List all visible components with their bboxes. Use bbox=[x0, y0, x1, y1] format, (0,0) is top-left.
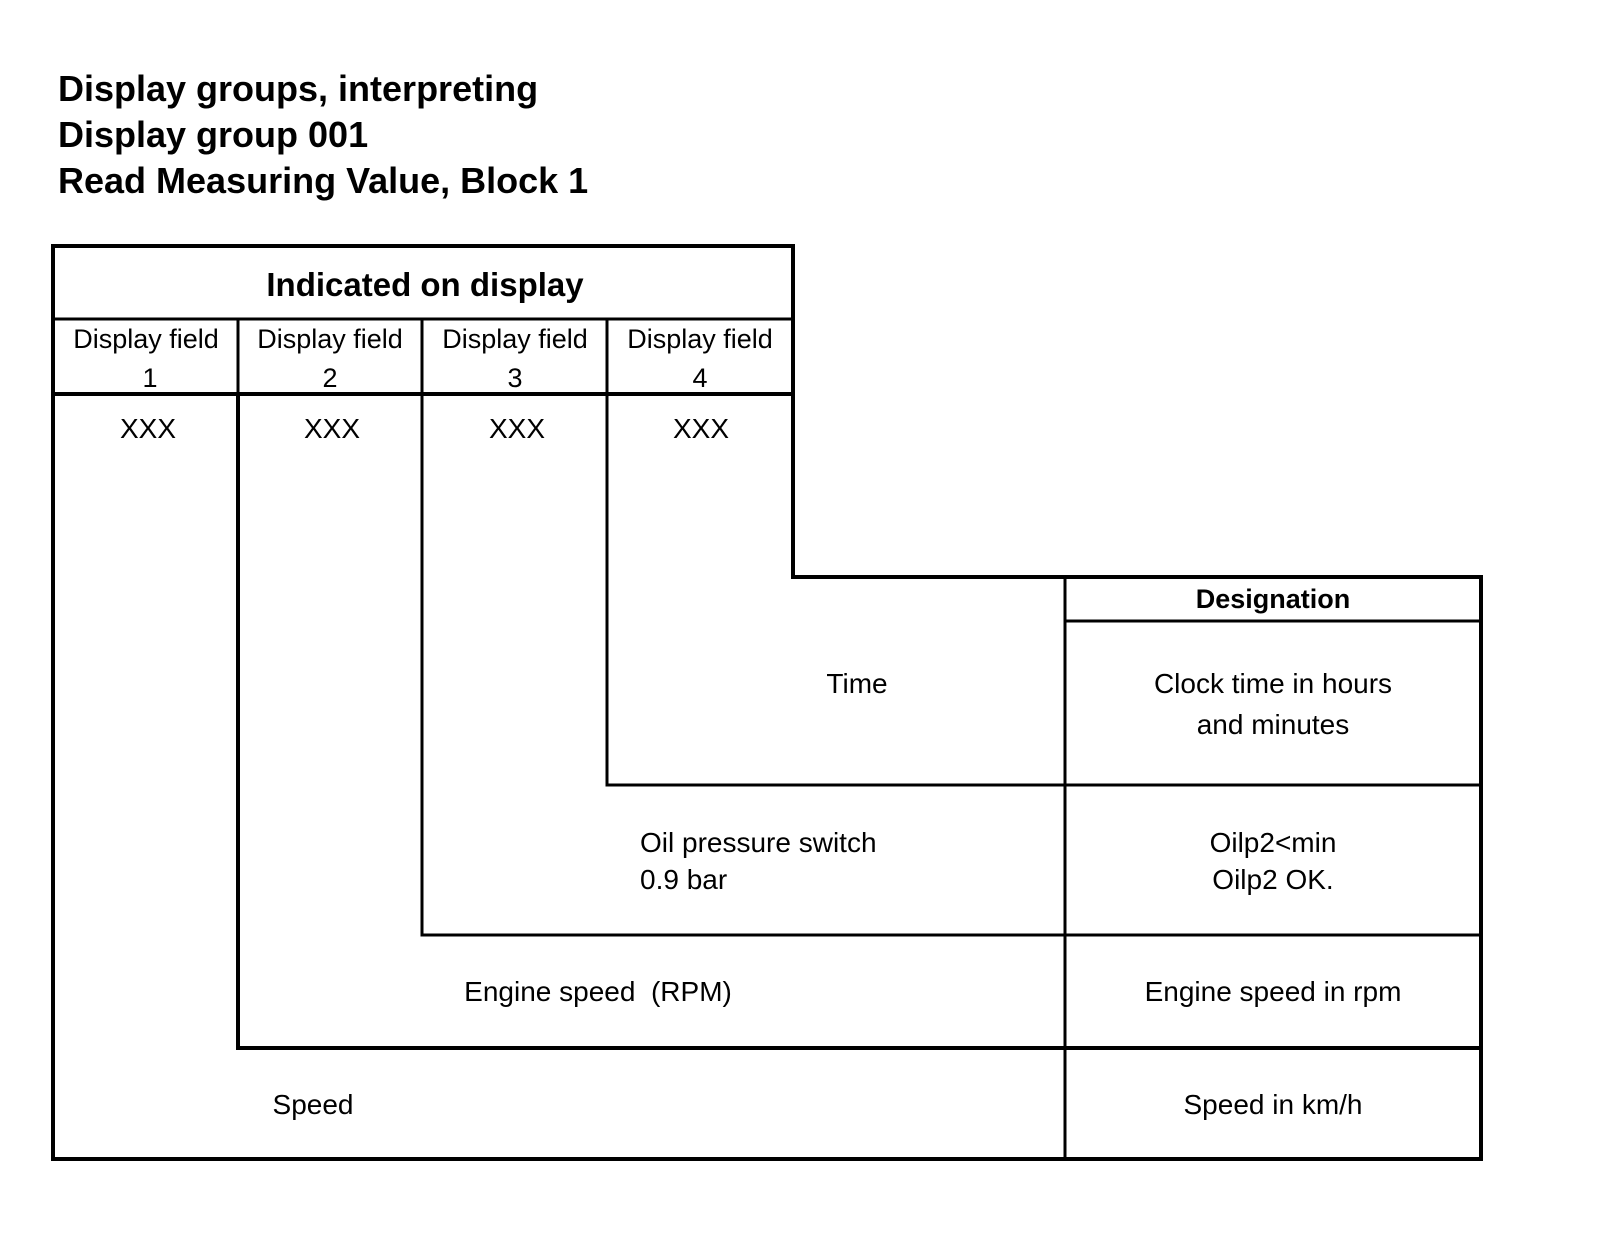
display-field-1-number: 1 bbox=[142, 363, 157, 393]
indicated-on-display-header: Indicated on display bbox=[266, 266, 584, 303]
row-speed-name: Speed bbox=[273, 1089, 354, 1120]
display-field-4-value: XXX bbox=[673, 413, 729, 444]
display-field-2-label: Display field bbox=[257, 324, 403, 354]
display-field-1-value: XXX bbox=[120, 413, 176, 444]
display-field-2-number: 2 bbox=[322, 363, 337, 393]
row-engine-speed-name: Engine speed (RPM) bbox=[464, 976, 732, 1007]
heading-line-1: Display groups, interpreting bbox=[58, 68, 539, 109]
row-oil-pressure-designation-line-1: Oilp2<min bbox=[1210, 827, 1337, 858]
designation-header: Designation bbox=[1196, 584, 1351, 614]
display-field-3-value: XXX bbox=[489, 413, 545, 444]
display-field-2-value: XXX bbox=[304, 413, 360, 444]
row-time-designation-line-1: Clock time in hours bbox=[1154, 668, 1392, 699]
row-time-name: Time bbox=[826, 668, 887, 699]
field-2-region-border bbox=[236, 394, 1065, 1050]
field-3-region-border bbox=[420, 394, 1065, 937]
row-oil-pressure-designation-line-2: Oilp2 OK. bbox=[1212, 864, 1333, 895]
heading-line-3: Read Measuring Value, Block 1 bbox=[58, 160, 589, 201]
heading: Display groups, interpreting Display gro… bbox=[58, 66, 588, 204]
display-field-4-label: Display field bbox=[627, 324, 773, 354]
display-field-3-label: Display field bbox=[442, 324, 588, 354]
row-speed-designation: Speed in km/h bbox=[1184, 1089, 1363, 1120]
display-field-4-number: 4 bbox=[692, 363, 707, 393]
table-outline bbox=[51, 244, 1483, 1161]
row-engine-speed-designation: Engine speed in rpm bbox=[1145, 976, 1402, 1007]
row-oil-pressure-name-line-1: Oil pressure switch bbox=[640, 827, 877, 858]
row-oil-pressure-name-line-2: 0.9 bar bbox=[640, 864, 727, 895]
display-field-3-number: 3 bbox=[507, 363, 522, 393]
row-time-designation-line-2: and minutes bbox=[1197, 709, 1350, 740]
display-field-1-label: Display field bbox=[73, 324, 219, 354]
field-4-region-border bbox=[605, 394, 1065, 787]
heading-line-2: Display group 001 bbox=[58, 114, 369, 155]
